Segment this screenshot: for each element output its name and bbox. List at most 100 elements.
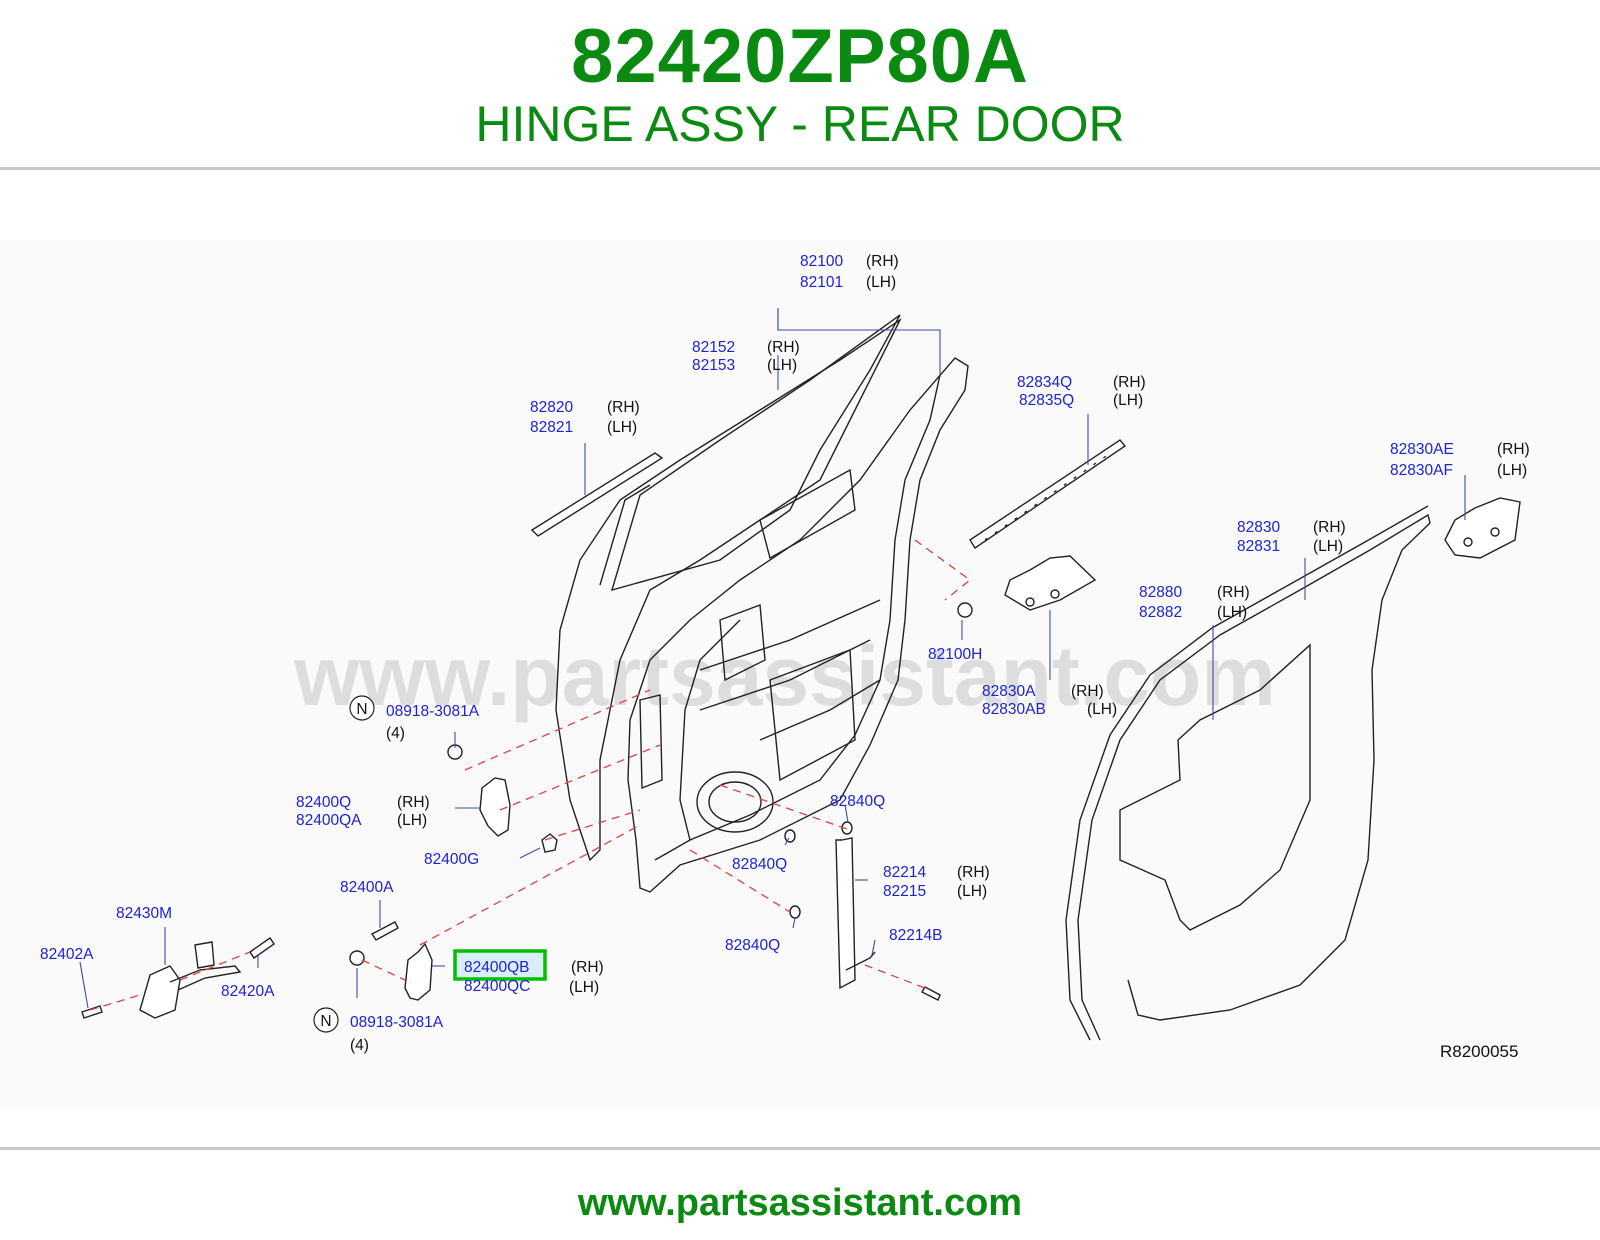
callout-82402A[interactable]: 82402A [40,946,94,963]
part-label: 82400A [340,879,394,896]
callout-82834Q[interactable]: 82834Q (RH) [1017,374,1146,391]
part-label: 82831 [1237,538,1280,555]
side-label: (LH) [397,812,427,829]
callout-82100H[interactable]: 82100H [928,646,982,663]
callout-82100[interactable]: 82100 (RH) [800,253,899,270]
exploded-view: www.partsassistant.com [40,253,1530,1061]
n-badge-label: N [356,701,367,718]
callout-bolt-lower[interactable]: N 08918-3081A (4) [313,1007,444,1054]
part-label: 82400Q [296,794,351,811]
part-label: 82835Q [1019,392,1074,409]
side-label: (LH) [1087,701,1117,718]
side-label: (LH) [1497,462,1527,479]
part-number-title: 82420ZP80A [571,14,1029,99]
side-label: (RH) [397,794,430,811]
callout-82831[interactable]: 82831 (LH) [1237,538,1343,555]
side-label: (LH) [1113,392,1143,409]
moulding-strip [530,452,664,537]
side-label: (LH) [1313,538,1343,555]
callout-82830[interactable]: 82830 (RH) [1237,519,1346,536]
callout-82420A[interactable]: 82420A [221,983,275,1000]
callout-82400QC[interactable]: 82400QC (LH) [464,978,599,996]
callout-82400Q[interactable]: 82400Q (RH) [296,794,430,811]
clip-82830A [1004,555,1097,611]
part-label: 82430M [116,905,172,922]
callout-82830AF[interactable]: 82830AF (LH) [1390,462,1527,479]
header-divider [0,167,1600,170]
door-check-link [81,937,275,1019]
part-label: 82830AE [1390,441,1454,458]
part-label: 82840Q [830,793,885,810]
side-label: (RH) [571,959,604,976]
callout-82840Q-b[interactable]: 82840Q [732,856,787,873]
callout-82153[interactable]: 82153 (LH) [692,357,797,374]
callout-82214B[interactable]: 82214B [889,927,942,944]
part-label: 82840Q [725,937,780,954]
part-label: 82100H [928,646,982,663]
callout-bolt-upper[interactable]: N 08918-3081A (4) [349,695,480,742]
leader-lines [79,308,1466,1009]
callout-82880[interactable]: 82880 (RH) [1139,584,1250,601]
side-label: (RH) [1113,374,1146,391]
grommet-3 [789,905,801,919]
side-label: (LH) [767,357,797,374]
clip-82830AE [1444,497,1521,559]
callout-82400QA[interactable]: 82400QA (LH) [296,812,427,829]
side-label: (RH) [957,864,990,881]
side-label: (RH) [1071,683,1104,700]
cap-82100H [957,602,973,618]
part-label: 82830A [982,683,1036,700]
door-seal [1077,513,1431,1041]
callout-82830AE[interactable]: 82830AE (RH) [1390,441,1530,458]
n-badge-label: N [320,1013,331,1030]
part-label: 82400G [424,851,479,868]
part-label: 82400QA [296,812,362,829]
part-label: 82101 [800,274,843,291]
side-label: (LH) [1217,604,1247,621]
side-label: (RH) [607,399,640,416]
callout-82840Q-a[interactable]: 82840Q [830,793,885,810]
callout-82820[interactable]: 82820 (RH) [530,399,640,416]
count-label: (4) [386,725,405,742]
side-label: (LH) [607,419,637,436]
callout-82101[interactable]: 82101 (LH) [800,274,896,291]
part-label: 82882 [1139,604,1182,621]
upper-hinge [447,744,558,853]
diagram-reference-code: R8200055 [1440,1042,1518,1061]
part-label: 82214 [883,864,926,881]
footer-site-link[interactable]: www.partsassistant.com [577,1182,1023,1224]
n-badge [313,1007,339,1033]
inner-seal [1119,643,1311,931]
count-label: (4) [350,1037,369,1054]
callout-82400G[interactable]: 82400G [424,851,479,868]
callout-82821[interactable]: 82821 (LH) [530,419,637,436]
callout-82152[interactable]: 82152 (RH) [692,339,800,356]
callout-82215[interactable]: 82215 (LH) [883,883,987,900]
stopper-82214 [835,837,941,1001]
side-label: (RH) [767,339,800,356]
side-label: (RH) [1217,584,1250,601]
part-label: 82214B [889,927,942,944]
part-label: 82830AF [1390,462,1453,479]
callout-82840Q-c[interactable]: 82840Q [725,937,780,954]
grommet-1 [784,829,796,843]
callout-82214[interactable]: 82214 (RH) [883,864,990,881]
part-label: 82153 [692,357,735,374]
callout-82400A[interactable]: 82400A [340,879,394,896]
n-badge [349,695,375,721]
callout-82430M[interactable]: 82430M [116,905,172,922]
callout-82830AB[interactable]: 82830AB (LH) [982,701,1117,718]
part-label: 82820 [530,399,573,416]
part-label: 82880 [1139,584,1182,601]
side-label: (LH) [569,979,599,996]
side-label: (LH) [957,883,987,900]
highlight-box [453,949,547,981]
callout-82882[interactable]: 82882 (LH) [1139,604,1247,621]
callout-82835Q[interactable]: 82835Q (LH) [1019,392,1143,409]
part-label: 82840Q [732,856,787,873]
side-label: (RH) [866,253,899,270]
part-label: 82400QC [464,978,530,995]
callout-82400QB-highlighted[interactable]: 82400QB (RH) [453,949,604,981]
part-label: 82821 [530,419,573,436]
callout-82830A[interactable]: 82830A (RH) [982,683,1104,700]
